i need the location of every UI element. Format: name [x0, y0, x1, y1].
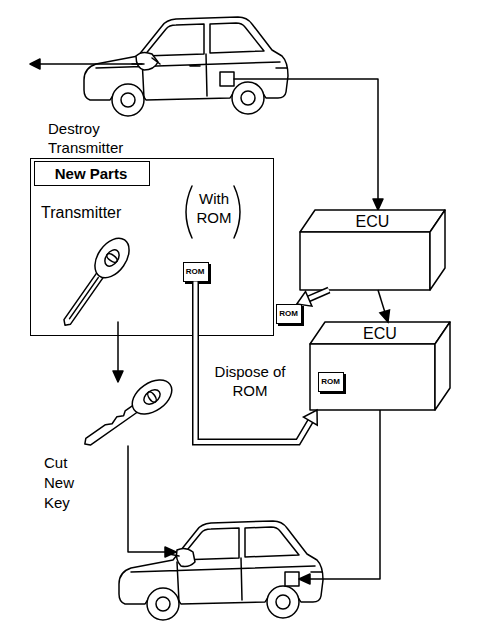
- connector-arrow: [378, 290, 389, 322]
- car-wheel: [147, 588, 179, 620]
- ecu-box: ECU ROM: [310, 322, 450, 410]
- key: [169, 554, 179, 556]
- ecu-front-face: [300, 232, 430, 290]
- key-blade: [83, 405, 138, 447]
- arrow-head: [373, 199, 383, 210]
- arrow-fill: [308, 290, 329, 299]
- parts-box: Transmitter With ROM New PartsROM: [30, 158, 274, 336]
- ecu-front-face: [310, 344, 435, 410]
- car-hub: [121, 93, 135, 107]
- arrow-line: [378, 290, 385, 313]
- header-box: New Parts: [34, 161, 150, 186]
- arrow-outline: [308, 290, 329, 299]
- arrow-head: [299, 574, 310, 584]
- car-hub: [156, 597, 170, 611]
- rom-chip: ROM: [318, 372, 344, 392]
- hand: [177, 548, 196, 566]
- rom-label: ROM: [184, 263, 207, 280]
- car-bottom: [119, 521, 323, 620]
- key-blade: [62, 272, 104, 327]
- part-note: With ROM: [191, 189, 237, 227]
- car-wheel: [267, 586, 299, 618]
- car-window: [210, 23, 264, 53]
- receiver-box: [220, 72, 234, 86]
- receiver-box: [285, 572, 299, 586]
- ecu-side-face: [430, 210, 445, 290]
- key-logo: [105, 252, 118, 264]
- car-wheel: [112, 84, 144, 116]
- car-window: [245, 527, 299, 557]
- ecu-label: ECU: [300, 212, 445, 232]
- hand: [136, 52, 158, 70]
- cut-key: [77, 373, 178, 456]
- key-head: [126, 373, 178, 421]
- arrow-head: [113, 371, 123, 382]
- transmitter-key: [53, 232, 136, 333]
- wire: [234, 79, 378, 200]
- key-groove: [70, 278, 99, 319]
- car-wheel: [232, 82, 264, 114]
- ecu-side-face: [435, 322, 450, 410]
- instruction-label: Dispose of ROM: [205, 362, 295, 400]
- key-logo: [146, 390, 158, 403]
- car-hub: [241, 91, 255, 105]
- hollow-arrow: [196, 282, 318, 443]
- arrow-head: [30, 59, 40, 69]
- instruction-label: Destroy Transmitter: [48, 119, 148, 157]
- car-top: [84, 17, 288, 116]
- part-name: Transmitter: [41, 203, 141, 223]
- arrow-head: [380, 310, 390, 322]
- key-logo: [102, 247, 122, 269]
- rom-chip: ROM: [183, 262, 209, 282]
- key: [132, 58, 160, 64]
- leader-line: [117, 322, 119, 372]
- key-logo: [141, 387, 163, 407]
- rom-label: ROM: [319, 373, 342, 390]
- rom-label: ROM: [277, 305, 300, 322]
- leader-line: [38, 63, 142, 65]
- instruction-label: Cut New Key: [44, 453, 84, 513]
- ecu-top-face: [300, 210, 445, 232]
- ecu-box: ECU: [300, 210, 445, 290]
- key-head: [88, 232, 136, 284]
- rom-chip: ROM: [276, 304, 302, 324]
- paren: [186, 186, 240, 238]
- car-window: [144, 24, 204, 56]
- ecu-top-face: [310, 322, 450, 344]
- arrow-outline: [196, 282, 311, 443]
- header-text: New Parts: [35, 164, 148, 183]
- arrow-head: [303, 410, 317, 425]
- car-hub: [276, 595, 290, 609]
- ecu-label: ECU: [310, 324, 450, 344]
- arrow-fill: [196, 282, 311, 443]
- wire: [309, 410, 380, 579]
- leader-line: [128, 446, 166, 552]
